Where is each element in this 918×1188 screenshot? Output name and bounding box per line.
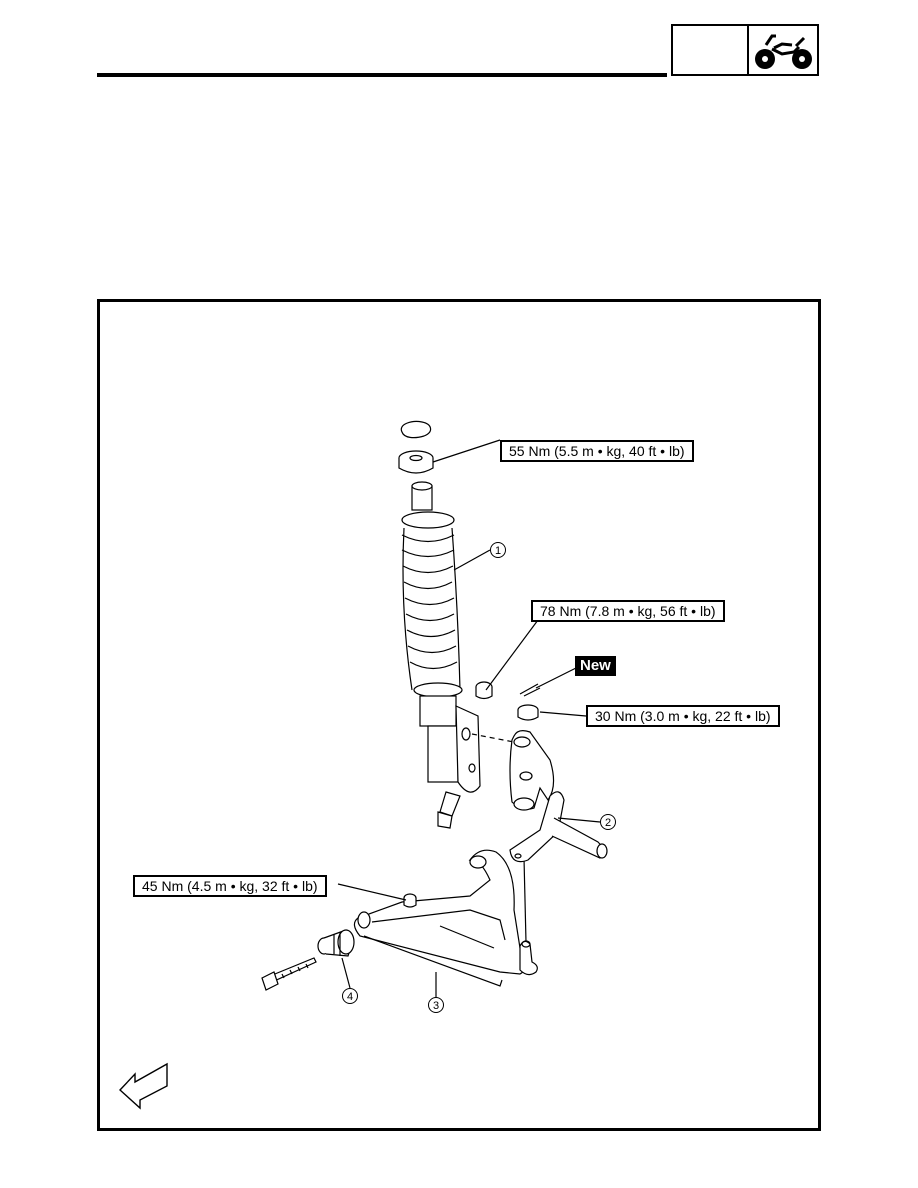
arm-bolt <box>261 957 317 991</box>
new-part-badge: New <box>575 656 616 676</box>
torque-label-top-nut: 55 Nm (5.5 m • kg, 40 ft • lb) <box>500 440 694 462</box>
forward-arrow-icon <box>119 1062 168 1110</box>
knuckle-nut <box>517 704 539 721</box>
lower-arm <box>353 849 538 987</box>
shock-absorber <box>401 481 481 793</box>
exploded-view-frame <box>97 299 821 1131</box>
tab-divider <box>747 26 749 74</box>
cotter-pin <box>519 683 541 697</box>
top-nut <box>398 450 434 474</box>
chapter-tab <box>671 24 819 76</box>
callout-shock-absorber: 1 <box>490 542 506 558</box>
bushing <box>317 929 355 957</box>
arm-nut <box>403 893 417 908</box>
assembly-line <box>471 733 515 743</box>
torque-label-knuckle-nut: 30 Nm (3.0 m • kg, 22 ft • lb) <box>586 705 780 727</box>
header-rule <box>97 73 667 77</box>
circlip <box>400 420 432 439</box>
assembly-line-vertical <box>523 857 527 943</box>
callout-steering-knuckle: 2 <box>600 814 616 830</box>
torque-label-arm-nut: 45 Nm (4.5 m • kg, 32 ft • lb) <box>133 875 327 897</box>
steering-knuckle <box>509 730 608 863</box>
atv-icon <box>755 34 812 69</box>
torque-label-shock-lower-nut: 78 Nm (7.8 m • kg, 56 ft • lb) <box>531 600 725 622</box>
shock-lower-nut <box>475 681 493 700</box>
callout-bushing: 4 <box>342 988 358 1004</box>
callout-lower-arm: 3 <box>428 997 444 1013</box>
shock-bolt <box>437 791 461 829</box>
